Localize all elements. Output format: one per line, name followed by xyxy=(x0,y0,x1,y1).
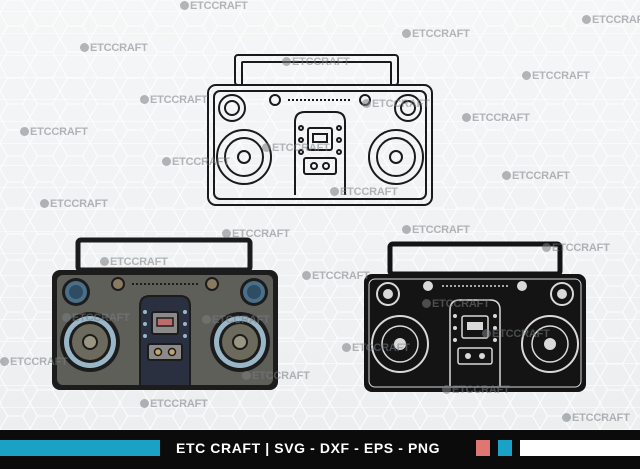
footer-brand: ETC CRAFT xyxy=(176,440,261,456)
watermark: ETCCRAFT xyxy=(20,126,88,138)
watermark: ETCCRAFT xyxy=(140,398,208,410)
watermark-logo-icon xyxy=(402,225,411,234)
product-preview: ETCCRAFT ETCCRAFT ETCCRAFT ETCCRAFT ETCC… xyxy=(0,0,640,430)
watermark: ETCCRAFT xyxy=(542,242,610,254)
watermark-logo-icon xyxy=(180,1,189,10)
watermark: ETCCRAFT xyxy=(222,228,290,240)
watermark-logo-icon xyxy=(242,371,251,380)
watermark: ETCCRAFT xyxy=(502,170,570,182)
watermark-logo-icon xyxy=(482,329,491,338)
footer-caption: ETC CRAFT | SVG - DXF - EPS - PNG xyxy=(176,438,440,458)
watermark: ETCCRAFT xyxy=(422,298,490,310)
watermark-logo-icon xyxy=(422,299,431,308)
watermark: ETCCRAFT xyxy=(282,56,350,68)
watermark: ETCCRAFT xyxy=(100,256,168,268)
watermark: ETCCRAFT xyxy=(162,156,230,168)
watermark-logo-icon xyxy=(40,199,49,208)
watermark-logo-icon xyxy=(20,127,29,136)
watermark: ETCCRAFT xyxy=(62,312,130,324)
watermark: ETCCRAFT xyxy=(362,98,430,110)
watermark-logo-icon xyxy=(62,313,71,322)
watermark: ETCCRAFT xyxy=(242,370,310,382)
boombox-outline-icon xyxy=(207,54,433,206)
watermark-logo-icon xyxy=(100,257,109,266)
watermark-logo-icon xyxy=(522,71,531,80)
watermark-logo-icon xyxy=(562,413,571,422)
watermark: ETCCRAFT xyxy=(202,314,270,326)
watermark: ETCCRAFT xyxy=(522,70,590,82)
watermark-logo-icon xyxy=(140,399,149,408)
watermark: ETCCRAFT xyxy=(140,94,208,106)
boombox-silhouette-icon xyxy=(364,241,586,392)
watermark: ETCCRAFT xyxy=(302,270,370,282)
watermark: ETCCRAFT xyxy=(262,142,330,154)
watermark-logo-icon xyxy=(542,243,551,252)
watermark: ETCCRAFT xyxy=(402,28,470,40)
watermark: ETCCRAFT xyxy=(40,198,108,210)
watermark: ETCCRAFT xyxy=(582,14,640,26)
footer-white-bar xyxy=(520,440,640,456)
watermark: ETCCRAFT xyxy=(562,412,630,424)
footer-banner: ETC CRAFT | SVG - DXF - EPS - PNG xyxy=(0,430,640,469)
watermark-logo-icon xyxy=(362,99,371,108)
watermark-logo-icon xyxy=(402,29,411,38)
watermark-logo-icon xyxy=(342,343,351,352)
watermark-logo-icon xyxy=(0,357,9,366)
watermark-logo-icon xyxy=(330,187,339,196)
watermark-logo-icon xyxy=(202,315,211,324)
watermark-logo-icon xyxy=(162,157,171,166)
watermark: ETCCRAFT xyxy=(402,224,470,236)
footer-formats: SVG - DXF - EPS - PNG xyxy=(274,440,441,456)
watermark-logo-icon xyxy=(302,271,311,280)
watermark: ETCCRAFT xyxy=(482,328,550,340)
watermark-logo-icon xyxy=(502,171,511,180)
watermark-logo-icon xyxy=(222,229,231,238)
watermark: ETCCRAFT xyxy=(462,112,530,124)
watermark-logo-icon xyxy=(80,43,89,52)
watermark-logo-icon xyxy=(442,385,451,394)
footer-red-square xyxy=(476,440,490,456)
watermark: ETCCRAFT xyxy=(0,356,68,368)
watermark-logo-icon xyxy=(462,113,471,122)
watermark: ETCCRAFT xyxy=(180,0,248,12)
footer-separator: | xyxy=(265,440,270,456)
watermark-logo-icon xyxy=(582,15,591,24)
watermark: ETCCRAFT xyxy=(342,342,410,354)
watermark: ETCCRAFT xyxy=(80,42,148,54)
watermark-logo-icon xyxy=(282,57,291,66)
watermark-logo-icon xyxy=(262,143,271,152)
watermark: ETCCRAFT xyxy=(442,384,510,396)
footer-accent-bar xyxy=(0,440,160,456)
watermark: ETCCRAFT xyxy=(330,186,398,198)
footer-cyan-square xyxy=(498,440,512,456)
boombox-color-icon xyxy=(52,237,278,390)
watermark-logo-icon xyxy=(140,95,149,104)
